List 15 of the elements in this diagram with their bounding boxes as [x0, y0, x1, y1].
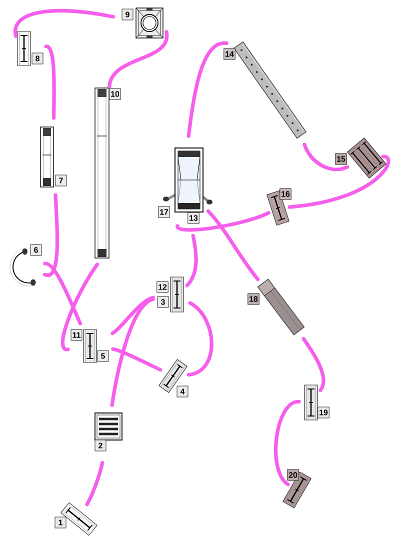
connector-line	[302, 337, 326, 392]
connector-line	[110, 297, 155, 407]
connector-line	[43, 262, 82, 326]
connector-line	[85, 461, 104, 506]
connector-line	[176, 211, 270, 232]
connector-line	[302, 142, 350, 172]
connector-line	[110, 296, 155, 336]
connector-line	[206, 209, 260, 282]
connector-line	[111, 347, 162, 372]
connector-line	[42, 193, 60, 277]
connector-line	[185, 234, 198, 288]
connector-line	[60, 262, 100, 352]
connector-line	[288, 154, 390, 209]
connector-line	[44, 44, 56, 120]
connector-line	[186, 301, 214, 376]
